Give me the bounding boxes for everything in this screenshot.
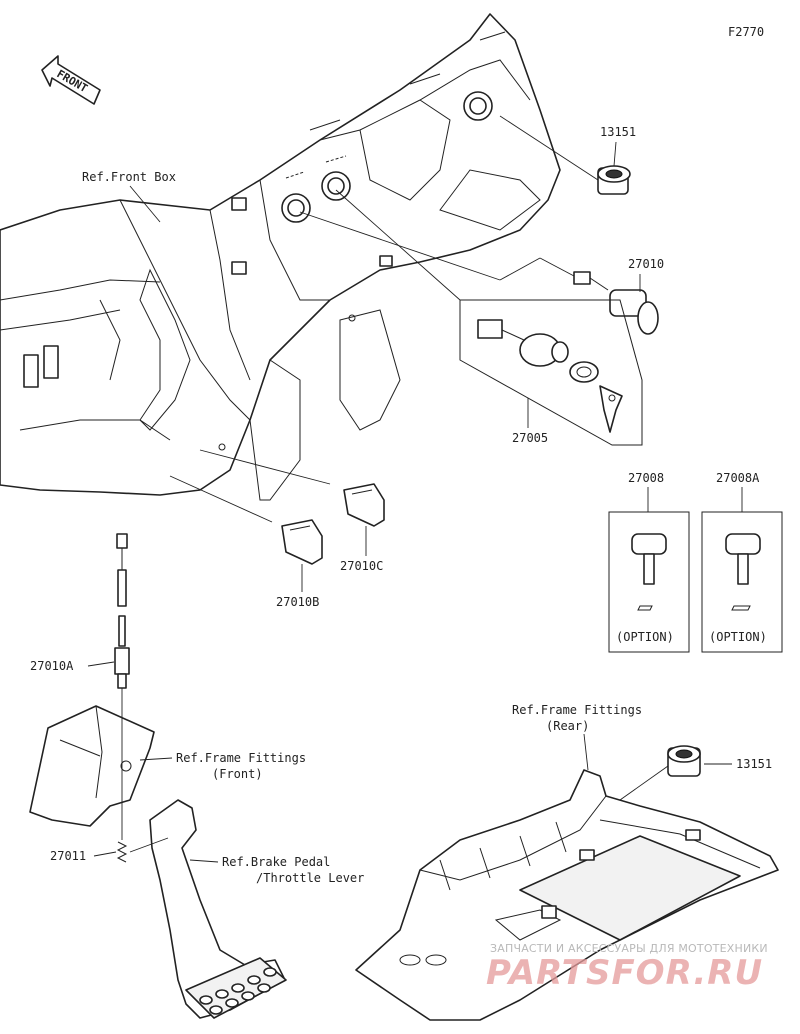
ref-frame-front-2: (Front) — [212, 767, 263, 781]
brake-switch-27010a — [114, 533, 130, 689]
key-box-27008a — [701, 511, 783, 653]
option-label-2: (OPTION) — [709, 630, 767, 644]
dashboard-panel — [0, 13, 561, 501]
watermark-brand: PARTSFOR.RU — [486, 953, 763, 993]
label-27010c: 27010C — [340, 559, 383, 573]
pedal-pad — [185, 957, 287, 1019]
socket-13151-top — [597, 165, 631, 195]
rocker-switch-27010c — [343, 483, 385, 527]
ref-brake-1: Ref.Brake Pedal — [222, 855, 330, 869]
frame-fittings-rear — [355, 769, 779, 1021]
dash-socket-holes — [281, 91, 493, 223]
figure-code: F2770 — [728, 25, 764, 39]
ref-brake-2: /Throttle Lever — [256, 871, 364, 885]
key-switch-kit-27005 — [459, 299, 643, 446]
label-27010b: 27010B — [276, 595, 319, 609]
socket-13151-bottom — [667, 745, 701, 777]
label-27010: 27010 — [628, 257, 664, 271]
label-27005: 27005 — [512, 431, 548, 445]
ignition-switch-27010 — [573, 271, 659, 335]
option-label-1: (OPTION) — [616, 630, 674, 644]
ref-frame-front-1: Ref.Frame Fittings — [176, 751, 306, 765]
label-27011: 27011 — [50, 849, 86, 863]
ref-front-box-label: Ref.Front Box — [82, 170, 176, 184]
label-13151-top: 13151 — [600, 125, 636, 139]
brake-pedal — [149, 799, 287, 1019]
frame-fittings-front — [29, 705, 155, 827]
spring-27011 — [116, 841, 128, 863]
front-arrow-icon: FRONT — [41, 55, 101, 105]
label-13151-bottom: 13151 — [736, 757, 772, 771]
watermark-tagline: ЗАПЧАСТИ И АКСЕССУАРЫ ДЛЯ МОТОТЕХНИКИ — [490, 942, 768, 955]
ref-frame-rear-1: Ref.Frame Fittings — [512, 703, 642, 717]
label-27008: 27008 — [628, 471, 664, 485]
label-27010a: 27010A — [30, 659, 74, 673]
rocker-switch-27010b — [281, 519, 323, 565]
label-27008a: 27008A — [716, 471, 760, 485]
key-box-27008 — [608, 511, 690, 653]
ref-frame-rear-2: (Rear) — [546, 719, 589, 733]
